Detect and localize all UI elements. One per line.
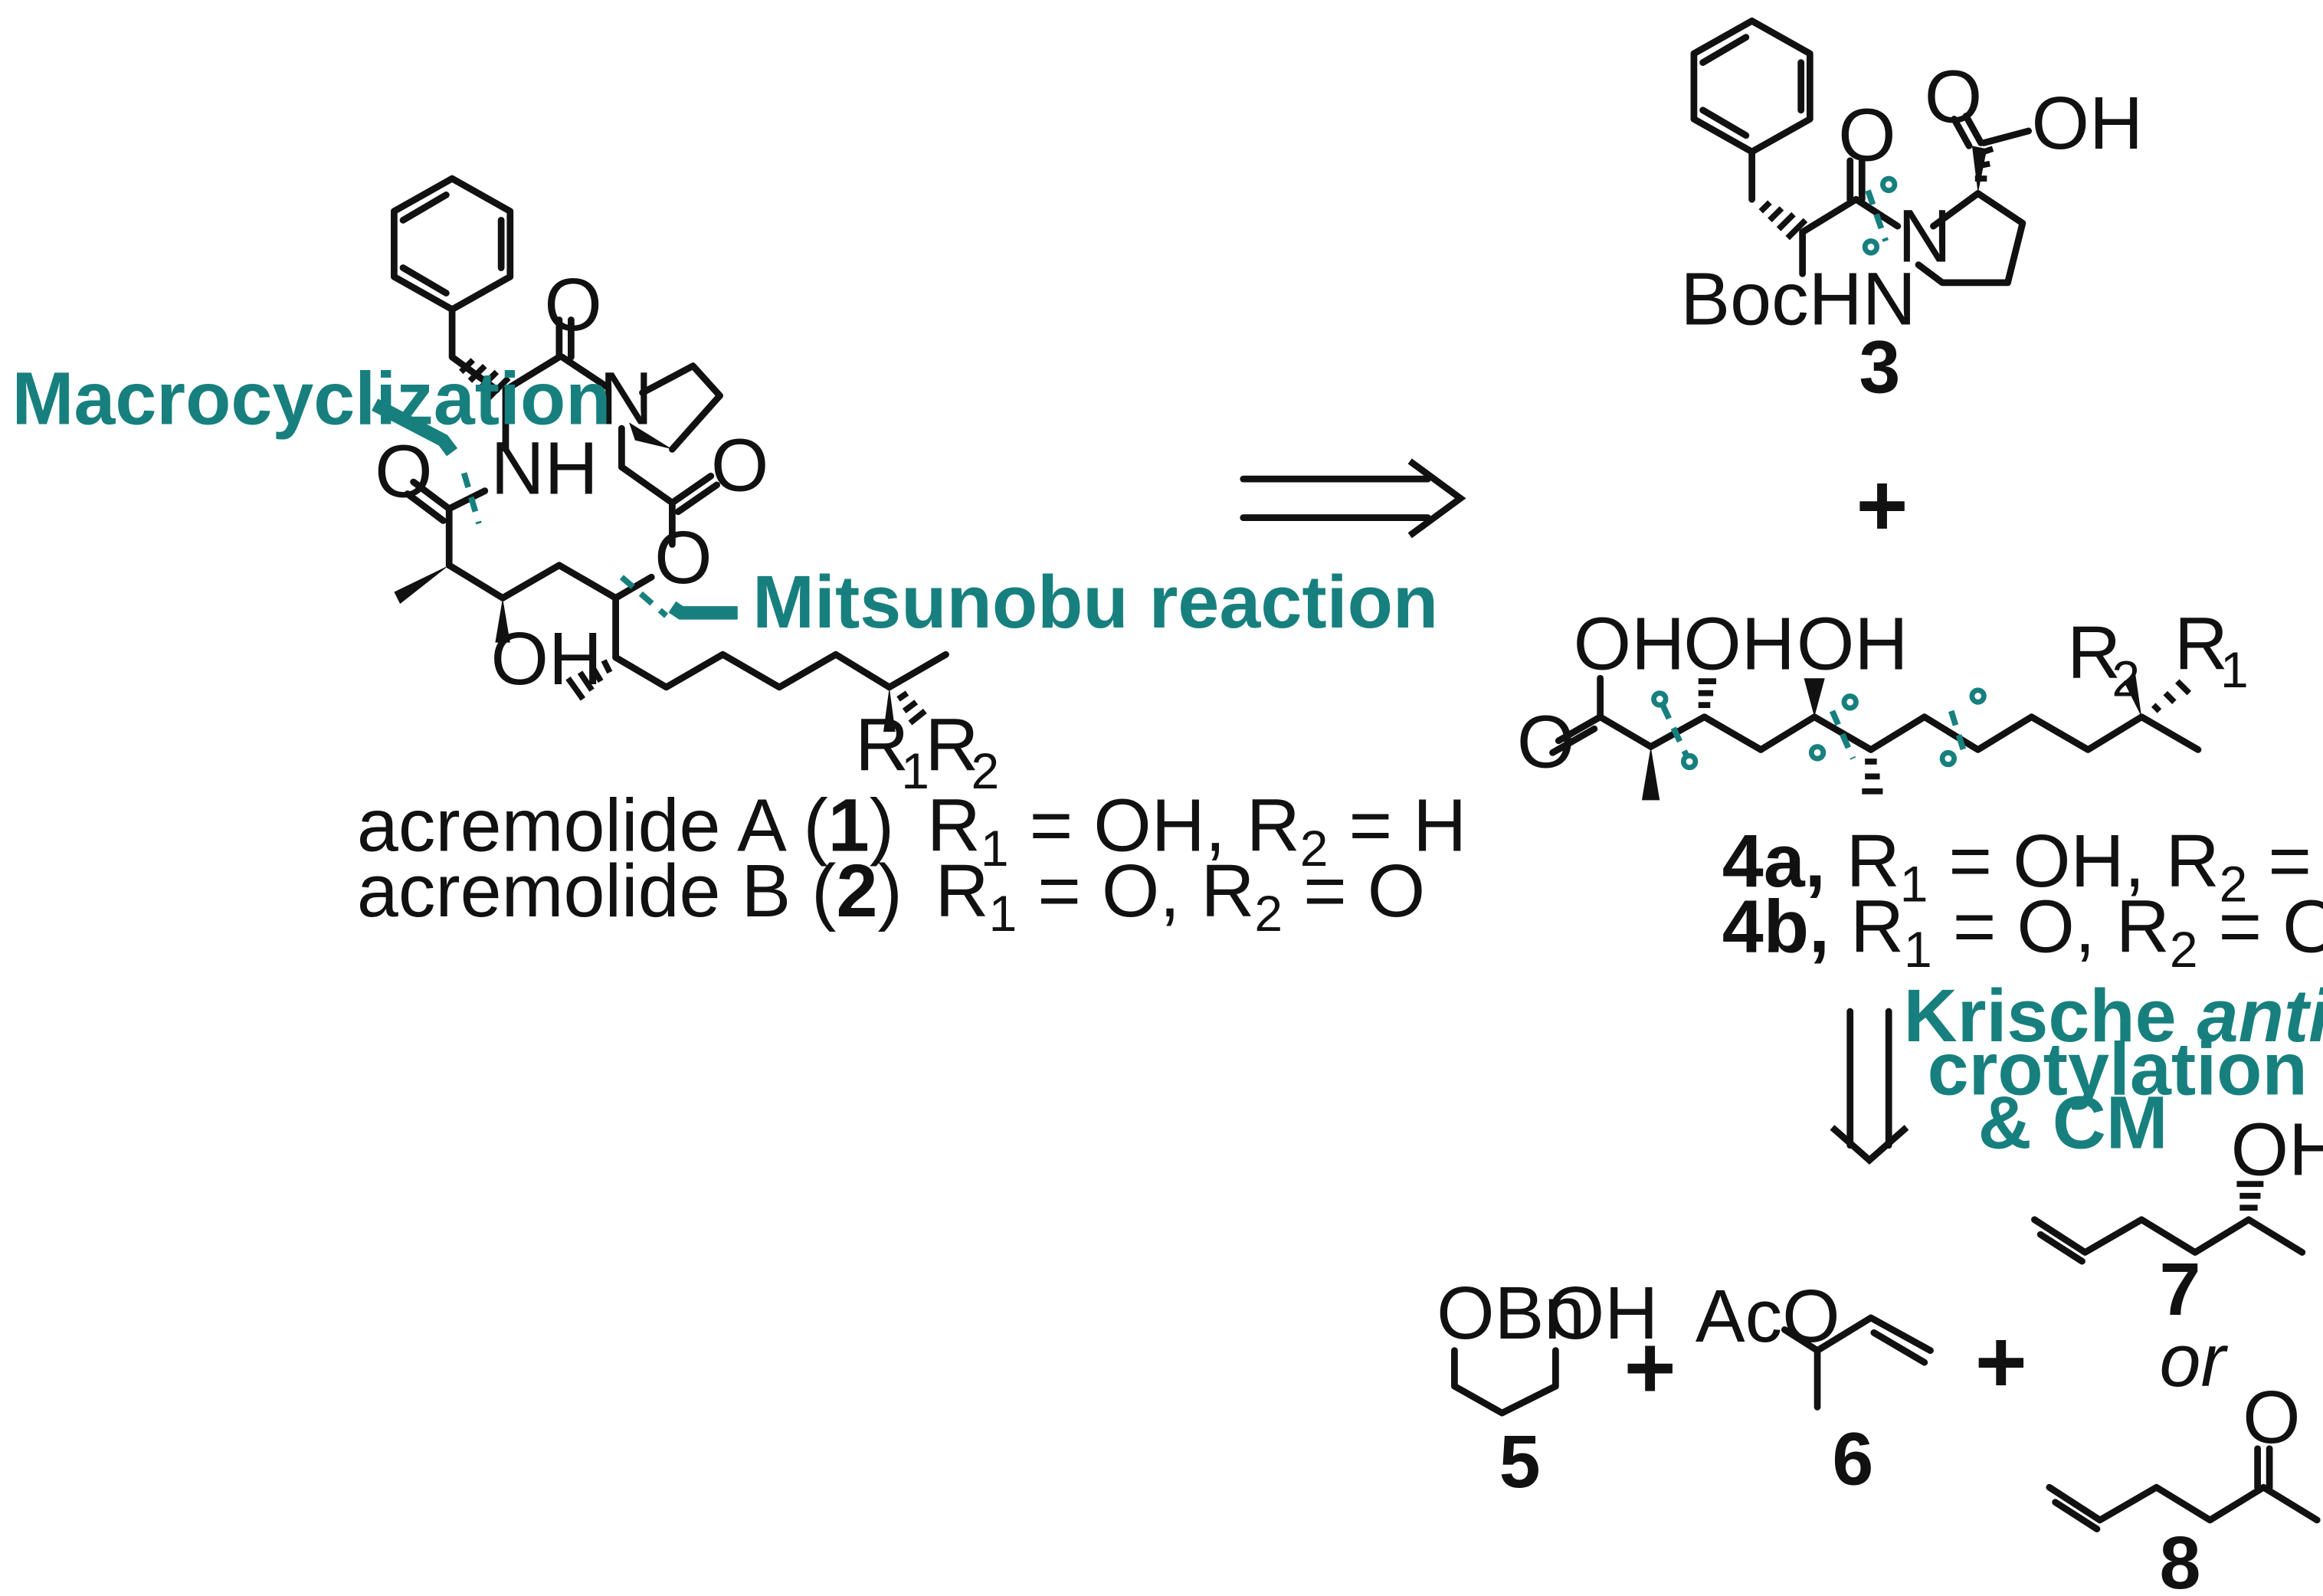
subscript: 2 [971, 742, 1000, 799]
compound-3-structure: BocHN O N O OH [1680, 17, 2144, 340]
atom-r: R [2174, 602, 2228, 686]
atom-oh: OH [2231, 1108, 2323, 1191]
plus-sign: + [1624, 1318, 1676, 1417]
hashed-bond [565, 659, 613, 701]
plus-sign: + [1856, 455, 1908, 555]
caption-4a: 4a, R1 = OH, R2 = H [1722, 819, 2323, 912]
hashed-bond [2236, 1181, 2264, 1211]
atom-oh: OH [1574, 602, 1686, 686]
atom-o: O [1925, 54, 1982, 138]
compound-7-structure: OH [2031, 1108, 2323, 1265]
disconnection-dot [1680, 752, 1699, 771]
acremolide-structure: O N O O NH O OH [12, 175, 1438, 799]
disconnection-mark [1829, 710, 1856, 760]
atom-n: N [599, 356, 653, 440]
hashed-bond [458, 358, 511, 401]
atom-o: O [711, 424, 768, 507]
phenyl-ring [391, 175, 514, 313]
compound-number-8: 8 [2159, 1521, 2200, 1596]
hashed-bond [1698, 678, 1717, 709]
krische-label-line1: Krische anti- [1904, 974, 2323, 1057]
atom-oh: OH [1797, 602, 1909, 686]
compound-5-structure: OBn OH [1437, 1271, 1659, 1417]
hashed-bond [1974, 146, 1994, 182]
krische-label-line3: & CM [1978, 1081, 2168, 1165]
krische-label-line2: crotylation [1928, 1027, 2308, 1111]
atom-o: O [654, 516, 713, 599]
compound-number-6: 6 [1832, 1417, 1873, 1500]
compound-8-structure: O [2046, 1375, 2321, 1532]
disconnection-dot [1880, 175, 1898, 193]
atom-n: N [1898, 195, 1951, 278]
compound-number-3: 3 [1859, 326, 1900, 409]
disconnection-mark [1865, 189, 1889, 242]
disconnection-dot [1651, 690, 1669, 708]
disconnection-mark [1660, 703, 1689, 757]
disconnection-mark [460, 472, 482, 525]
caption-acremolide-a: acremolide A (1)R1 = OH, R2 = H [357, 783, 1466, 876]
atom-oh: OH [1547, 1271, 1659, 1355]
compound-4-structure: OH O OH OH R 2 R [1517, 602, 2249, 801]
caption-acremolide-b: acremolide B (2)R1 = O, R2 = O [357, 849, 1425, 942]
disconnection-dot [1939, 749, 1958, 768]
atom-oh: OH [2032, 81, 2144, 165]
disconnection-dot [1862, 238, 1880, 256]
disconnection-mark [1948, 710, 1969, 760]
macrocyclization-label: Macrocyclization [12, 356, 611, 440]
atom-obn: OBn [1437, 1271, 1585, 1355]
atom-r: R [855, 703, 909, 787]
retrosynthetic-arrow [1240, 458, 1466, 539]
atom-bochn: BocHN [1680, 257, 1915, 340]
atom-oh: OH [491, 617, 603, 700]
disconnection-dot [1808, 744, 1827, 762]
disconnection-dot [1841, 693, 1859, 711]
compound-6-structure: AcO [1696, 1274, 1934, 1411]
atom-o: O [544, 263, 602, 346]
hashed-bond [1758, 200, 1808, 241]
hashed-bond [1862, 759, 1883, 795]
plus-sign: + [1975, 1312, 2027, 1411]
atom-oh: OH [1683, 602, 1795, 686]
compound-number-5: 5 [1499, 1420, 1541, 1503]
compound-number-7: 7 [2159, 1247, 2200, 1331]
caption-4b: 4b, R1 = O, R2 = O [1722, 884, 2323, 977]
leader-line [668, 601, 738, 620]
vertical-retro-arrow [1830, 1008, 1909, 1165]
disconnection-mark [619, 575, 669, 618]
mitsunobu-label: Mitsunobu reaction [752, 560, 1438, 644]
atom-o: O [1517, 700, 1575, 784]
atom-aco: AcO [1696, 1274, 1840, 1358]
atom-r: R [2067, 611, 2121, 694]
or-label: or [2159, 1319, 2228, 1402]
subscript: 1 [2220, 641, 2249, 698]
leader-line [372, 398, 458, 457]
hashed-bond [896, 690, 927, 726]
atom-o: O [1838, 93, 1896, 177]
atom-nh: NH [491, 427, 598, 510]
acremolide-captions: acremolide A (1)R1 = OH, R2 = H acremoli… [357, 783, 1466, 942]
atom-o: O [375, 429, 432, 513]
atom-r: R [925, 703, 978, 787]
hashed-bond [2151, 679, 2192, 713]
disconnection-dot [1969, 687, 1987, 705]
subscript: 2 [2112, 651, 2140, 707]
subscript: 1 [901, 742, 929, 799]
atom-o: O [2243, 1375, 2301, 1459]
